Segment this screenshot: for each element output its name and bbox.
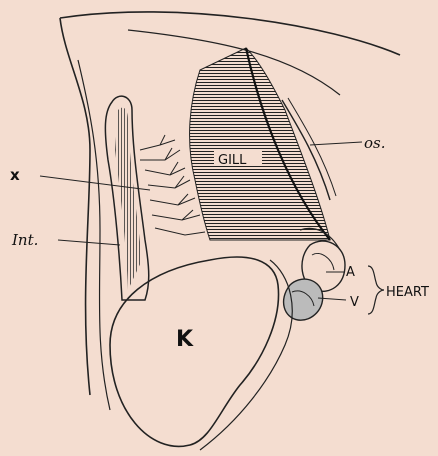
label-heart: HEART	[386, 285, 429, 300]
label-gill: GILL	[218, 153, 247, 168]
label-a: A	[346, 265, 355, 280]
auricle-fold	[312, 253, 334, 270]
label-os: os.	[364, 134, 386, 152]
leader-x	[40, 176, 150, 190]
label-v: V	[350, 295, 359, 310]
label-k: K	[176, 327, 194, 352]
leader-int	[58, 240, 120, 245]
leader-os	[310, 142, 362, 145]
label-int: Int.	[11, 231, 38, 249]
heart-ventricle	[284, 279, 323, 320]
heart-brace	[368, 266, 384, 314]
label-x: x	[10, 166, 20, 184]
body-wall-line	[78, 60, 110, 410]
kidney	[110, 257, 279, 446]
